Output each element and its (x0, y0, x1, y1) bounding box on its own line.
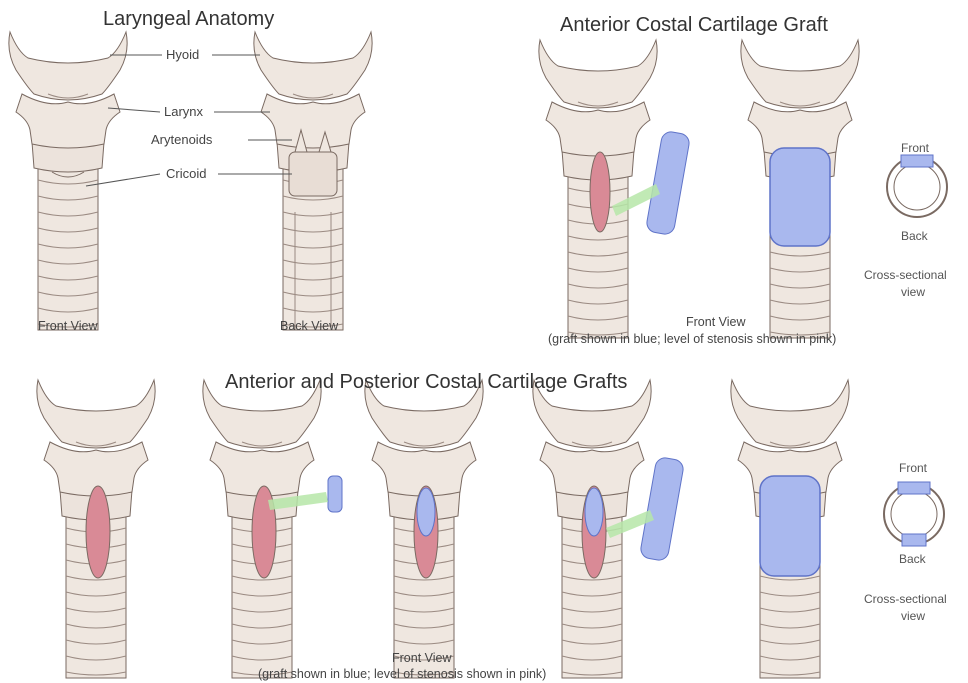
caption-front-view-left: Front View (38, 319, 98, 333)
larynx-back-view (254, 32, 372, 330)
caption-note-top: (graft shown in blue; level of stenosis … (548, 332, 836, 346)
posterior-graft-in-place (365, 380, 483, 678)
title-anterior-posterior-grafts: Anterior and Posterior Costal Cartilage … (225, 371, 627, 394)
cross-top-label-2: view (901, 285, 925, 299)
cross-bottom-label-1: Cross-sectional (864, 592, 947, 606)
both-grafts-in-place (731, 380, 849, 678)
cross-top-back: Back (901, 229, 928, 243)
title-laryngeal-anatomy: Laryngeal Anatomy (103, 8, 274, 31)
anterior-graft-insertion (539, 40, 691, 338)
label-larynx: Larynx (164, 104, 203, 119)
caption-front-view-bottom: Front View (392, 651, 452, 665)
label-hyoid: Hyoid (166, 47, 199, 62)
larynx-front-view (9, 32, 127, 330)
title-anterior-graft: Anterior Costal Cartilage Graft (560, 14, 828, 37)
stenosis-view-1 (37, 380, 155, 678)
label-arytenoids: Arytenoids (151, 132, 212, 147)
cross-bottom-label-2: view (901, 609, 925, 623)
cross-section-bottom (884, 482, 944, 546)
caption-back-view: Back View (280, 319, 338, 333)
posterior-graft-insertion (203, 380, 342, 678)
label-cricoid: Cricoid (166, 166, 206, 181)
caption-note-bottom: (graft shown in blue; level of stenosis … (258, 667, 546, 681)
anterior-graft-insertion-2 (533, 380, 685, 678)
anterior-graft-in-place (741, 40, 859, 338)
cross-bottom-back: Back (899, 552, 926, 566)
cross-bottom-front: Front (899, 461, 927, 475)
cross-section-top (887, 155, 947, 217)
cross-top-front: Front (901, 141, 929, 155)
cross-top-label-1: Cross-sectional (864, 268, 947, 282)
caption-front-view-top: Front View (686, 315, 746, 329)
